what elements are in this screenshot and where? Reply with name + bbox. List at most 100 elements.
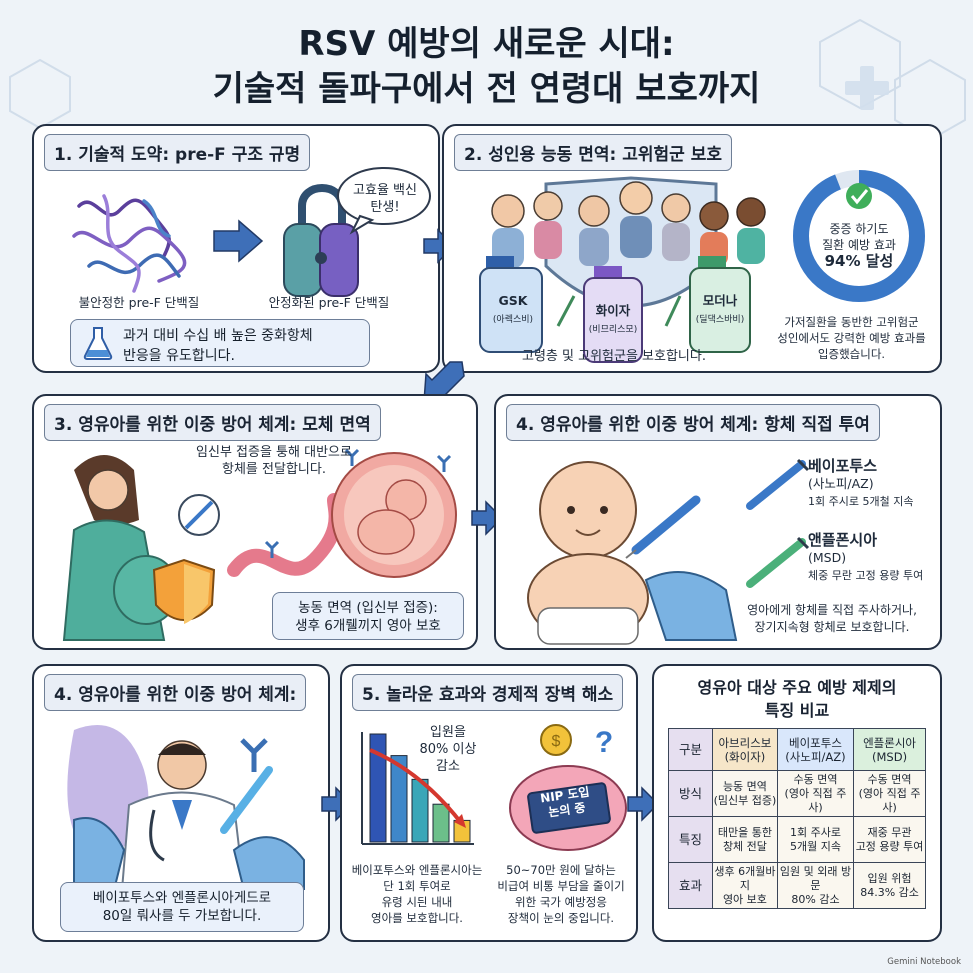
bubble-line1: 고효율 백신 xyxy=(353,183,417,198)
cell-line2: 영아 보호 xyxy=(722,892,767,906)
left-line2: 단 1회 투여로 xyxy=(383,879,451,893)
right-line2: 비급여 비통 부담을 줄이기 xyxy=(497,879,625,893)
annotation-line2: 80% 이상 xyxy=(419,742,477,757)
col2-line1: 베이포투스 xyxy=(789,735,842,750)
hospitalization-bar-chart xyxy=(361,732,474,845)
flow-arrow-icon xyxy=(627,786,660,822)
ring-text: 중증 하기도 질환 예방 효과 94% 달성 xyxy=(804,221,914,270)
vial-moderna-name: 모더나 xyxy=(702,293,738,308)
effect-left-text: 베이포투스와 엔플론시아는 단 1회 투여로 유령 시듼 내내 영아를 보호합니… xyxy=(348,862,486,926)
shield-icon xyxy=(152,558,216,624)
unstable-label: 불안정한 pre-F 단백질 xyxy=(78,295,200,310)
left-line4: 영아를 보호합니다. xyxy=(371,911,463,925)
stable-protein-icon xyxy=(283,184,359,297)
cell-line2: 고정 용량 투여 xyxy=(855,839,924,853)
panel-antibody-injection: 4. 영유아를 위한 이중 방어 체계: 항체 직접 투여 베이포투스 (사노피… xyxy=(494,394,942,650)
right-line1: 50~70만 원에 달하는 xyxy=(506,863,616,877)
vial-gsk-name: GSK xyxy=(498,293,528,308)
cell-line1: 수동 면역 xyxy=(793,772,838,786)
vial-pfizer-label: 화이자 (비므리스모) xyxy=(584,302,642,339)
syringe-icon xyxy=(746,536,810,588)
panel-doctor: 4. 영유아를 위한 이중 방어 체계: 베이포투스와 엔플론시아게드로 80일… xyxy=(32,664,330,942)
bubble-text: 고효율 백신 탄생! xyxy=(340,182,430,216)
page-title-line2: 기술적 돌파구에서 전 연령대 보호까지 xyxy=(212,69,761,109)
drug2-name: 앤플폰시아 xyxy=(808,531,878,549)
cell-line2: 5개월 지속 xyxy=(789,839,841,853)
people-icon xyxy=(491,181,766,268)
drug1-text: 베이포투스 (사노피/AZ) 1회 주시로 5개철 지속 xyxy=(808,458,938,510)
antibody-bottom-text: 영아에게 항체를 직접 주사하거나, 장기지속형 항체로 보호합니다. xyxy=(724,602,940,636)
cell-line1: 입원 위험 xyxy=(867,871,912,885)
col2-line2: (사노피/AZ) xyxy=(785,749,846,764)
table-cell: 수동 면역(영아 직접 주사) xyxy=(776,770,855,817)
right-line3: 위한 국가 예방정응 xyxy=(515,895,607,909)
box-line1: 과거 대비 수십 배 높은 중화항체 xyxy=(123,328,313,344)
svg-text:$: $ xyxy=(552,733,561,750)
annotation-line1: 입원을 xyxy=(430,725,466,740)
vial-moderna-icon xyxy=(689,256,751,353)
chart-bar xyxy=(432,803,450,843)
side-line3: 입증했습니다. xyxy=(817,347,886,361)
gloved-hand-icon xyxy=(644,571,738,641)
cell-line1: 재중 무관 xyxy=(867,825,912,839)
cell-line2: 84.3% 감소 xyxy=(860,885,919,899)
drug2-text: 앤플폰시아 (MSD) 체중 무란 고정 용량 투여 xyxy=(808,532,938,584)
top-line2: 항체를 전달합니다. xyxy=(222,462,326,477)
maternal-box: 농동 면역 (입신부 접증): 생후 6개뤨끼지 영아 보호 xyxy=(272,592,464,640)
doctor-box: 베이포투스와 엔플론시아게드로 80일 뤄사를 두 가보합니다. xyxy=(60,882,304,932)
bottom-line1: 영아에게 항체를 직접 주사하거나, xyxy=(747,603,917,617)
baby-icon xyxy=(527,461,649,645)
top-line1: 임신부 접증을 퉁해 대반으로 xyxy=(196,445,352,460)
col-header-enflonsia: 엔플론시아(MSD) xyxy=(853,728,926,771)
adult-side-text: 가저질환을 동반한 고위험군 성인에서도 강력한 예방 효과를 입증했습니다. xyxy=(764,314,939,362)
panel-maternal-immunization: 3. 영유아를 위한 이중 방어 체계: 모체 면역 xyxy=(32,394,478,650)
panel-effect-economics: 5. 놀라운 효과와 경제적 장벽 해소 입원을 80% 이상 감소 베이포투스… xyxy=(340,664,638,942)
cell-line1: 태만을 통한 xyxy=(717,825,772,839)
left-line1: 베이포투스와 엔플론시아는 xyxy=(351,863,483,877)
panel-comparison: 영유아 대상 주요 예방 제제의 특징 비교 구분 아브리스보(화이자) 베이포… xyxy=(652,664,942,942)
table-cell: 수동 면역(영아 직접 주사) xyxy=(853,770,926,817)
antibody-icon xyxy=(240,738,268,772)
efficacy-ring xyxy=(793,170,925,302)
drug2-desc: 체중 무란 고정 용량 투여 xyxy=(808,569,924,582)
cell-line1: 수동 면역 xyxy=(867,772,912,786)
doctor-icon xyxy=(120,740,246,890)
chart-bar xyxy=(369,733,387,843)
cell-line2: (영아 직접 주사) xyxy=(858,786,921,814)
drug2-maker: (MSD) xyxy=(808,550,847,565)
cell-line1: 능동 면역 xyxy=(722,779,767,793)
cell-line2: 창체 전달 xyxy=(722,839,767,853)
flask-icon xyxy=(83,327,113,360)
col1-line2: (화이자) xyxy=(724,749,766,764)
chart-bar xyxy=(390,755,408,843)
row-header-method: 방식 xyxy=(668,770,713,817)
side-line2: 성인에서도 강력한 예방 효과를 xyxy=(777,331,926,345)
comparison-title: 영유아 대상 주요 예방 제제의 특징 비교 xyxy=(654,676,940,722)
drug1-desc: 1회 주시로 5개철 지속 xyxy=(808,495,914,508)
col3-line2: (MSD) xyxy=(872,749,908,764)
panel-title: 3. 영유아를 위한 이중 방어 체계: 모체 면역 xyxy=(44,404,381,441)
col3-line1: 엔플론시아 xyxy=(863,735,916,750)
protein-illustrations xyxy=(72,167,431,297)
antibody-icon xyxy=(264,448,452,558)
effect-right-text: 50~70만 원에 달하는 비급여 비통 부담을 줄이기 위한 국가 예방정응 … xyxy=(486,862,636,926)
col-header-abrysvo: 아브리스보(화이자) xyxy=(712,728,778,771)
drug1-maker: (사노피/AZ) xyxy=(808,476,874,491)
panel-title: 2. 성인용 능동 면역: 고위험군 보호 xyxy=(454,134,732,171)
decline-arrow-icon xyxy=(369,748,466,828)
vial-moderna-label: 모더나 (딜댁스바비) xyxy=(690,292,750,329)
piggy-bank-icon: $ ? xyxy=(509,724,627,851)
gloved-hand-icon xyxy=(73,817,305,890)
table-header-row: 구분 아브리스보(화이자) 베이포투스(사노피/AZ) 엔플론시아(MSD) xyxy=(668,728,926,771)
vial-pfizer-sub: (비므리스모) xyxy=(588,325,638,335)
vial-pfizer-name: 화이자 xyxy=(595,303,631,318)
right-line4: 장책이 눈의 중입니다. xyxy=(507,911,615,925)
fetus-womb-icon xyxy=(331,452,457,578)
panel-title: 4. 영유아를 위한 이중 방어 체계: 항체 직접 투여 xyxy=(506,404,880,441)
